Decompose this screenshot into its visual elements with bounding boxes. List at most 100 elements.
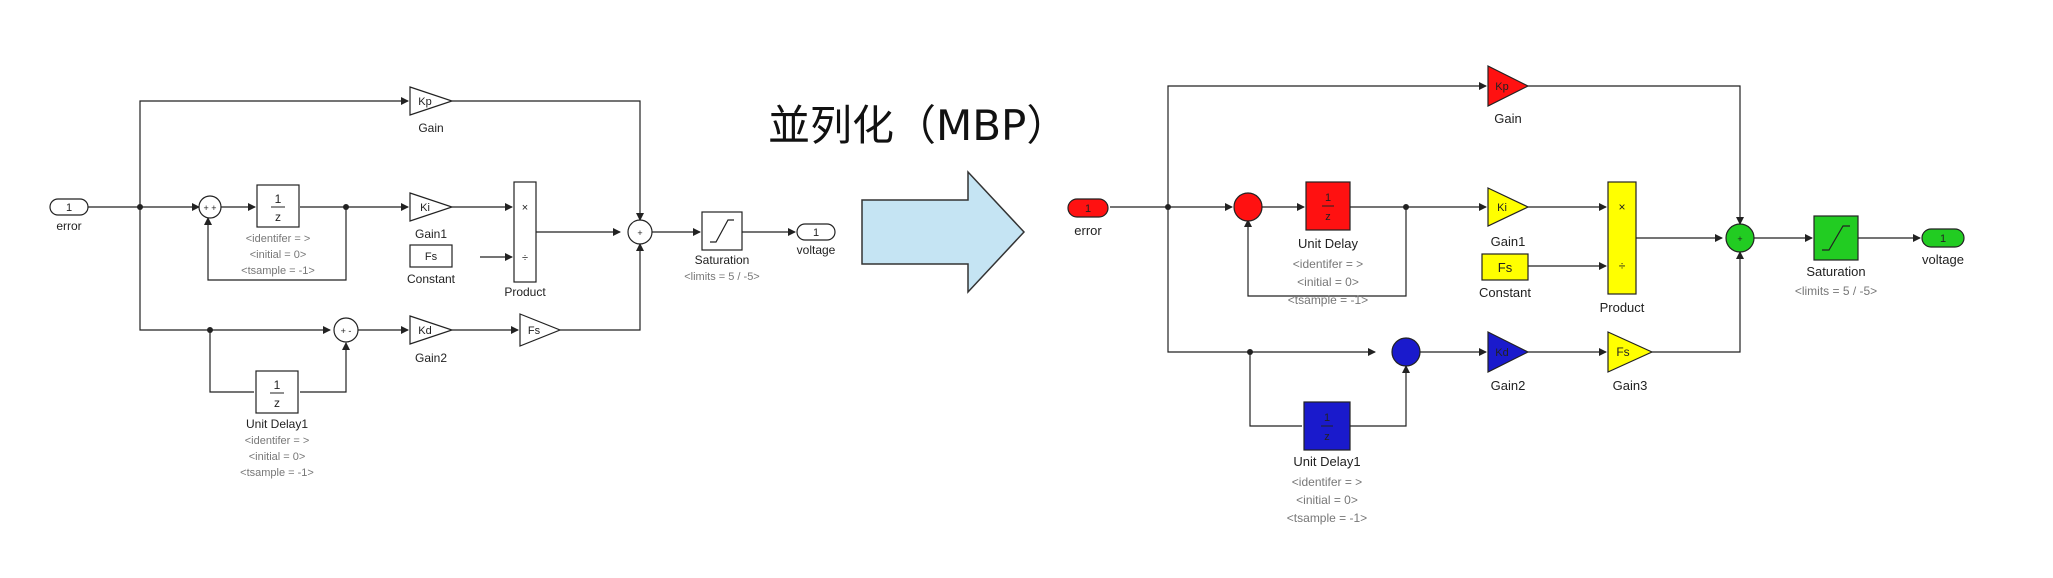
kp-text: Kp [1495, 81, 1508, 93]
ki-label: Gain1 [415, 227, 447, 241]
fs-text: Fs [1616, 345, 1629, 359]
ud-numerator: 1 [275, 192, 282, 206]
right-outport[interactable]: 1 [1921, 228, 1965, 248]
ud1-identifier: <identifer = > [1292, 475, 1362, 489]
inport-label: error [1074, 223, 1102, 238]
kp-text: Kp [418, 96, 431, 108]
ud-identifier: <identifer = > [1293, 257, 1363, 271]
sat-limits: <limits = 5 / -5> [684, 271, 760, 283]
right-product-block[interactable]: × ÷ [1607, 181, 1637, 295]
left-unit-delay-block[interactable]: 1 z [256, 184, 300, 228]
ud-initial: <initial = 0> [250, 249, 307, 261]
right-kd-gain-block[interactable]: Kd [1487, 331, 1530, 373]
ud-label: Unit Delay [1298, 236, 1358, 251]
ud1-tsample: <tsample = -1> [240, 467, 314, 479]
const-label: Constant [407, 272, 456, 286]
inport-number: 1 [66, 202, 72, 214]
inport-label: error [56, 219, 81, 233]
ud-denominator: z [1325, 211, 1331, 223]
right-sum3-block[interactable]: + [1725, 223, 1755, 253]
junction-dot [343, 204, 349, 210]
product-label: Product [1600, 300, 1645, 315]
fs-text: Fs [528, 325, 541, 337]
kp-label: Gain [1494, 111, 1521, 126]
kd-label: Gain2 [1491, 378, 1526, 393]
svg-text:+ -: + - [341, 326, 352, 336]
ki-text: Ki [420, 202, 430, 214]
outport-label: voltage [797, 243, 836, 257]
junction-dot [1247, 349, 1253, 355]
right-sum-block[interactable] [1233, 192, 1263, 222]
right-saturation-block[interactable] [1813, 215, 1859, 261]
ud1-identifier: <identifer = > [245, 435, 310, 447]
kd-label: Gain2 [415, 351, 447, 365]
ud-identifier: <identifer = > [246, 233, 311, 245]
ud1-label: Unit Delay1 [246, 417, 308, 431]
left-ki-gain-block[interactable]: Ki [409, 192, 454, 222]
const-text: Fs [1498, 260, 1513, 275]
outport-number: 1 [1940, 233, 1946, 245]
kd-text: Kd [418, 325, 431, 337]
right-sum2-block[interactable] [1391, 337, 1421, 367]
right-ki-gain-block[interactable]: Ki [1487, 187, 1530, 227]
product-label: Product [504, 285, 546, 299]
ud-tsample: <tsample = -1> [1288, 293, 1368, 307]
left-kd-gain-block[interactable]: Kd [409, 315, 454, 345]
left-junctions [137, 204, 349, 333]
sat-label: Saturation [695, 253, 750, 267]
left-outport[interactable]: 1 [796, 223, 836, 241]
svg-text:×: × [522, 202, 528, 214]
ki-label: Gain1 [1491, 234, 1526, 249]
ki-text: Ki [1497, 202, 1507, 214]
svg-text:÷: ÷ [1619, 259, 1626, 273]
transform-arrow-icon [861, 170, 1026, 294]
svg-text:÷: ÷ [522, 252, 528, 264]
ud1-denominator: z [1324, 431, 1330, 443]
junction-dot [1403, 204, 1409, 210]
right-junctions [1165, 204, 1409, 355]
inport-number: 1 [1085, 203, 1091, 215]
outport-number: 1 [813, 227, 819, 239]
left-saturation-block[interactable] [701, 211, 743, 251]
svg-text:+: + [1737, 234, 1742, 244]
right-fs-gain-block[interactable]: Fs [1607, 331, 1654, 373]
page-title: 並列化（MBP） [768, 101, 1068, 150]
left-kp-gain-block[interactable]: Kp [409, 86, 454, 116]
left-diagram [88, 97, 796, 393]
ud1-initial: <initial = 0> [249, 451, 306, 463]
const-text: Fs [425, 251, 438, 263]
left-inport[interactable]: 1 error [49, 198, 89, 233]
outport-label: voltage [1922, 252, 1964, 267]
ud1-numerator: 1 [1324, 412, 1330, 424]
left-sum3-block[interactable]: + [627, 219, 653, 245]
ud1-numerator: 1 [274, 378, 281, 392]
svg-text:+ +: + + [203, 203, 216, 213]
ud1-initial: <initial = 0> [1296, 493, 1358, 507]
ud-initial: <initial = 0> [1297, 275, 1359, 289]
left-sum2-block[interactable]: + - [333, 317, 359, 343]
ud-tsample: <tsample = -1> [241, 265, 315, 277]
sat-label: Saturation [1806, 264, 1865, 279]
right-unit-delay1-block[interactable]: 1 z [1303, 401, 1351, 451]
left-constant-block[interactable]: Fs [409, 244, 453, 268]
kd-text: Kd [1495, 347, 1508, 359]
left-unit-delay1-block[interactable]: 1 z [255, 370, 299, 414]
ud1-denominator: z [274, 396, 280, 410]
ud1-label: Unit Delay1 [1293, 454, 1360, 469]
right-unit-delay-block[interactable]: 1 z [1305, 181, 1351, 231]
right-kp-gain-block[interactable]: Kp [1487, 65, 1530, 107]
left-sum-block[interactable]: + + [198, 195, 222, 219]
left-fs-gain-block[interactable]: Fs [519, 313, 562, 347]
right-inport[interactable]: 1 [1067, 198, 1109, 218]
ud-denominator: z [275, 210, 281, 224]
fs-gain-label: Gain3 [1613, 378, 1648, 393]
junction-dot [1165, 204, 1171, 210]
const-label: Constant [1479, 285, 1531, 300]
kp-label: Gain [418, 121, 443, 135]
right-constant-block[interactable]: Fs [1481, 253, 1529, 281]
junction-dot [137, 204, 143, 210]
svg-text:+: + [637, 228, 642, 238]
ud1-tsample: <tsample = -1> [1287, 511, 1367, 525]
left-product-block[interactable]: × ÷ [513, 181, 537, 283]
